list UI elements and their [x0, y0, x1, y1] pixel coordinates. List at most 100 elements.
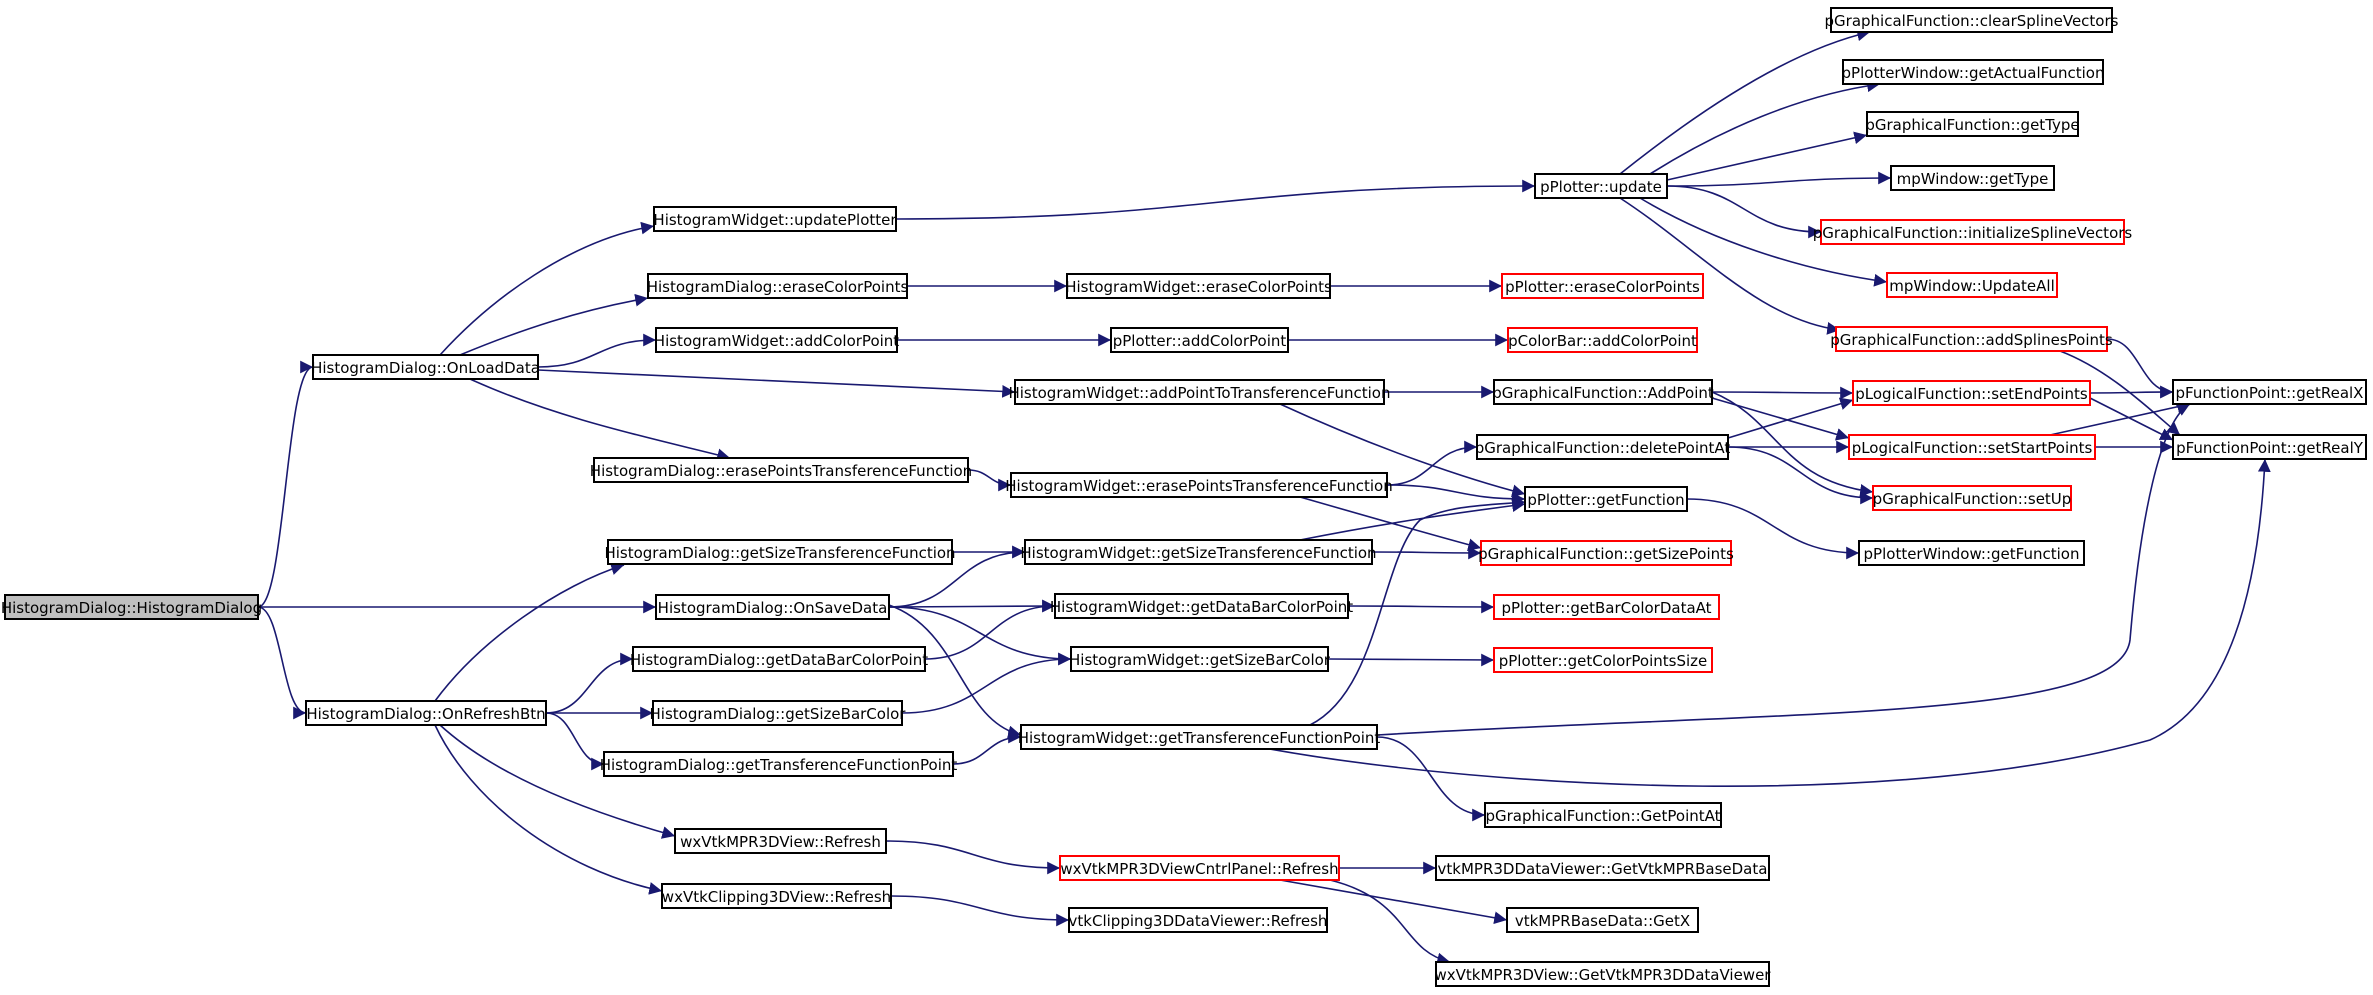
node-label: pPlotterWindow::getFunction	[1864, 545, 2080, 563]
graph-node-hw-eraseColor[interactable]: HistogramWidget::eraseColorPoints	[1065, 273, 1332, 299]
graph-node-p-getBarColorDataAt[interactable]: pPlotter::getBarColorDataAt	[1493, 594, 1720, 620]
call-edge	[545, 712, 605, 771]
edge-path	[967, 469, 1012, 492]
edge-path	[257, 606, 307, 720]
graph-node-onsave[interactable]: HistogramDialog::OnSaveData	[655, 594, 890, 620]
node-box	[1068, 907, 1328, 933]
graph-node-fp-getRealY[interactable]: pFunctionPoint::getRealY	[2172, 434, 2367, 460]
call-edge	[1711, 391, 1874, 497]
node-box	[1835, 326, 2108, 352]
graph-node-hw-getDBCP[interactable]: HistogramWidget::getDataBarColorPoint	[1050, 593, 1353, 619]
graph-node-gf-deletePointAt[interactable]: pGraphicalFunction::deletePointAt	[1475, 434, 1731, 460]
graph-node-onload[interactable]: HistogramDialog::OnLoadData	[311, 354, 540, 380]
node-box	[1852, 380, 2091, 406]
graph-node-wx3d-getViewer[interactable]: wxVtkMPR3DView::GetVtkMPR3DDataViewer	[1435, 961, 1772, 987]
graph-node-wx3d-refresh[interactable]: wxVtkMPR3DView::Refresh	[674, 828, 887, 854]
graph-node-hw-updatePlotter[interactable]: HistogramWidget::updatePlotter	[653, 206, 897, 232]
graph-node-hd-getSizeBC[interactable]: HistogramDialog::getSizeBarColor	[650, 700, 907, 726]
node-label: HistogramWidget::getSizeTransferenceFunc…	[1020, 544, 1376, 562]
node-label: HistogramDialog::OnLoadData	[311, 359, 540, 377]
edge-path	[537, 333, 657, 368]
call-edge	[2089, 397, 2174, 441]
graph-node-gf-setUp[interactable]: pGraphicalFunction::setUp	[1872, 485, 2072, 511]
node-label: mpWindow::getType	[1897, 170, 2049, 188]
graph-node-hw-getTFP[interactable]: HistogramWidget::getTransferenceFunction…	[1018, 724, 1381, 750]
graph-node-lf-setStart[interactable]: pLogicalFunction::setStartPoints	[1848, 434, 2096, 460]
graph-node-hw-erasePTF[interactable]: HistogramWidget::erasePointsTransference…	[1005, 472, 1393, 498]
call-edge	[895, 179, 1536, 220]
graph-node-gf-getPointAt[interactable]: pGraphicalFunction::GetPointAt	[1484, 802, 1722, 828]
graph-node-p-update[interactable]: pPlotter::update	[1534, 173, 1668, 199]
edge-path	[469, 378, 731, 462]
graph-node-wxclip-refresh[interactable]: wxVtkClipping3DView::Refresh	[661, 883, 892, 909]
nodes-layer: HistogramDialog::HistogramDialogHistogra…	[1, 7, 2367, 987]
edge-path	[1639, 197, 1888, 287]
graph-node-vtkmpr-getBase[interactable]: vtkMPR3DDataViewer::GetVtkMPRBaseData	[1435, 855, 1770, 881]
graph-node-root[interactable]: HistogramDialog::HistogramDialog	[1, 594, 262, 620]
graph-node-pw-getFunction[interactable]: pPlotterWindow::getFunction	[1858, 540, 2085, 566]
graph-node-gf-getType[interactable]: pGraphicalFunction::getType	[1865, 111, 2080, 137]
graph-node-hd-erasePTF[interactable]: HistogramDialog::erasePointsTransference…	[590, 457, 972, 483]
graph-node-lf-setEnd[interactable]: pLogicalFunction::setEndPoints	[1852, 380, 2091, 406]
node-box	[647, 273, 908, 299]
call-edge	[1269, 458, 2271, 788]
node-box	[1024, 539, 1373, 565]
graph-node-wx3dcp-refresh[interactable]: wxVtkMPR3DViewCntrlPanel::Refresh	[1059, 855, 1340, 881]
node-box	[1848, 434, 2096, 460]
node-label: pGraphicalFunction::clearSplineVectors	[1825, 12, 2119, 30]
call-edge	[1727, 446, 1874, 505]
graph-node-hw-getSizeTF[interactable]: HistogramWidget::getSizeTransferenceFunc…	[1020, 539, 1377, 565]
graph-node-hd-getTFP[interactable]: HistogramDialog::getTransferenceFunction…	[600, 751, 958, 777]
edge-path	[1666, 131, 1868, 181]
node-box	[4, 594, 259, 620]
graph-node-mp-getType[interactable]: mpWindow::getType	[1890, 165, 2055, 191]
edge-path	[890, 895, 1070, 927]
graph-node-fp-getRealX[interactable]: pFunctionPoint::getRealX	[2172, 379, 2367, 405]
graph-node-cb-addColor[interactable]: pColorBar::addColorPoint	[1507, 327, 1698, 353]
edge-path	[1299, 499, 1526, 541]
graph-node-gf-clearSpline[interactable]: pGraphicalFunction::clearSplineVectors	[1825, 7, 2119, 33]
graph-node-hd-eraseColor[interactable]: HistogramDialog::eraseColorPoints	[647, 273, 909, 299]
graph-node-hd-getSizeTF[interactable]: HistogramDialog::getSizeTransferenceFunc…	[604, 539, 956, 565]
call-edge	[888, 545, 1026, 608]
call-edge	[890, 895, 1070, 927]
edge-path	[895, 179, 1536, 220]
graph-node-hd-getDBCP[interactable]: HistogramDialog::getDataBarColorPoint	[630, 646, 928, 672]
call-edge	[439, 724, 676, 839]
graph-node-p-getFunction[interactable]: pPlotter::getFunction	[1524, 486, 1688, 512]
graph-node-gf-initSpline[interactable]: pGraphicalFunction::initializeSplineVect…	[1813, 219, 2133, 245]
node-box	[1110, 327, 1289, 353]
graph-node-gf-addSplines[interactable]: pGraphicalFunction::addSplinesPoints	[1830, 326, 2113, 352]
call-edge	[901, 652, 1072, 714]
node-box	[1507, 327, 1698, 353]
node-label: HistogramDialog::getSizeBarColor	[650, 705, 907, 723]
edge-path	[1619, 197, 1841, 335]
graph-node-mp-updateAll[interactable]: mpWindow::UpdateAll	[1886, 272, 2058, 298]
call-edge	[1299, 496, 1482, 551]
graph-node-hw-addColor[interactable]: HistogramWidget::addColorPoint	[654, 327, 900, 353]
graph-node-vtkclip-refresh[interactable]: vtkClipping3DDataViewer::Refresh	[1068, 907, 1328, 933]
edge-path	[888, 599, 1056, 613]
graph-node-p-getColorPointsSize[interactable]: pPlotter::getColorPointsSize	[1493, 647, 1713, 673]
call-edge	[888, 604, 1022, 739]
graph-node-p-eraseColor[interactable]: pPlotter::eraseColorPoints	[1501, 273, 1704, 299]
node-box	[1890, 165, 2055, 191]
edge-path	[1279, 879, 1508, 925]
graph-node-pw-getActualFunction[interactable]: pPlotterWindow::getActualFunction	[1842, 59, 2105, 85]
node-label: pGraphicalFunction::GetPointAt	[1485, 807, 1720, 825]
graph-node-hw-getSizeBC[interactable]: HistogramWidget::getSizeBarColor	[1069, 646, 1331, 672]
graph-node-hw-addPTF[interactable]: HistogramWidget::addPointToTransferenceF…	[1008, 379, 1391, 405]
edge-path	[901, 652, 1072, 714]
graph-node-gf-getSizePoints[interactable]: pGraphicalFunction::getSizePoints	[1478, 540, 1734, 566]
graph-node-vtkbase-getX[interactable]: vtkMPRBaseData::GetX	[1506, 907, 1699, 933]
edge-path	[2089, 397, 2174, 441]
node-box	[653, 206, 897, 232]
call-edge	[1666, 185, 1822, 239]
edge-path	[1327, 653, 1495, 667]
node-label: HistogramDialog::erasePointsTransference…	[590, 462, 972, 480]
edge-path	[545, 712, 605, 771]
graph-node-onrefresh[interactable]: HistogramDialog::OnRefreshBtn	[305, 700, 547, 726]
graph-node-gf-addPoint[interactable]: pGraphicalFunction::AddPoint	[1492, 379, 1714, 405]
edge-path	[888, 604, 1022, 739]
graph-node-p-addColor[interactable]: pPlotter::addColorPoint	[1110, 327, 1289, 353]
